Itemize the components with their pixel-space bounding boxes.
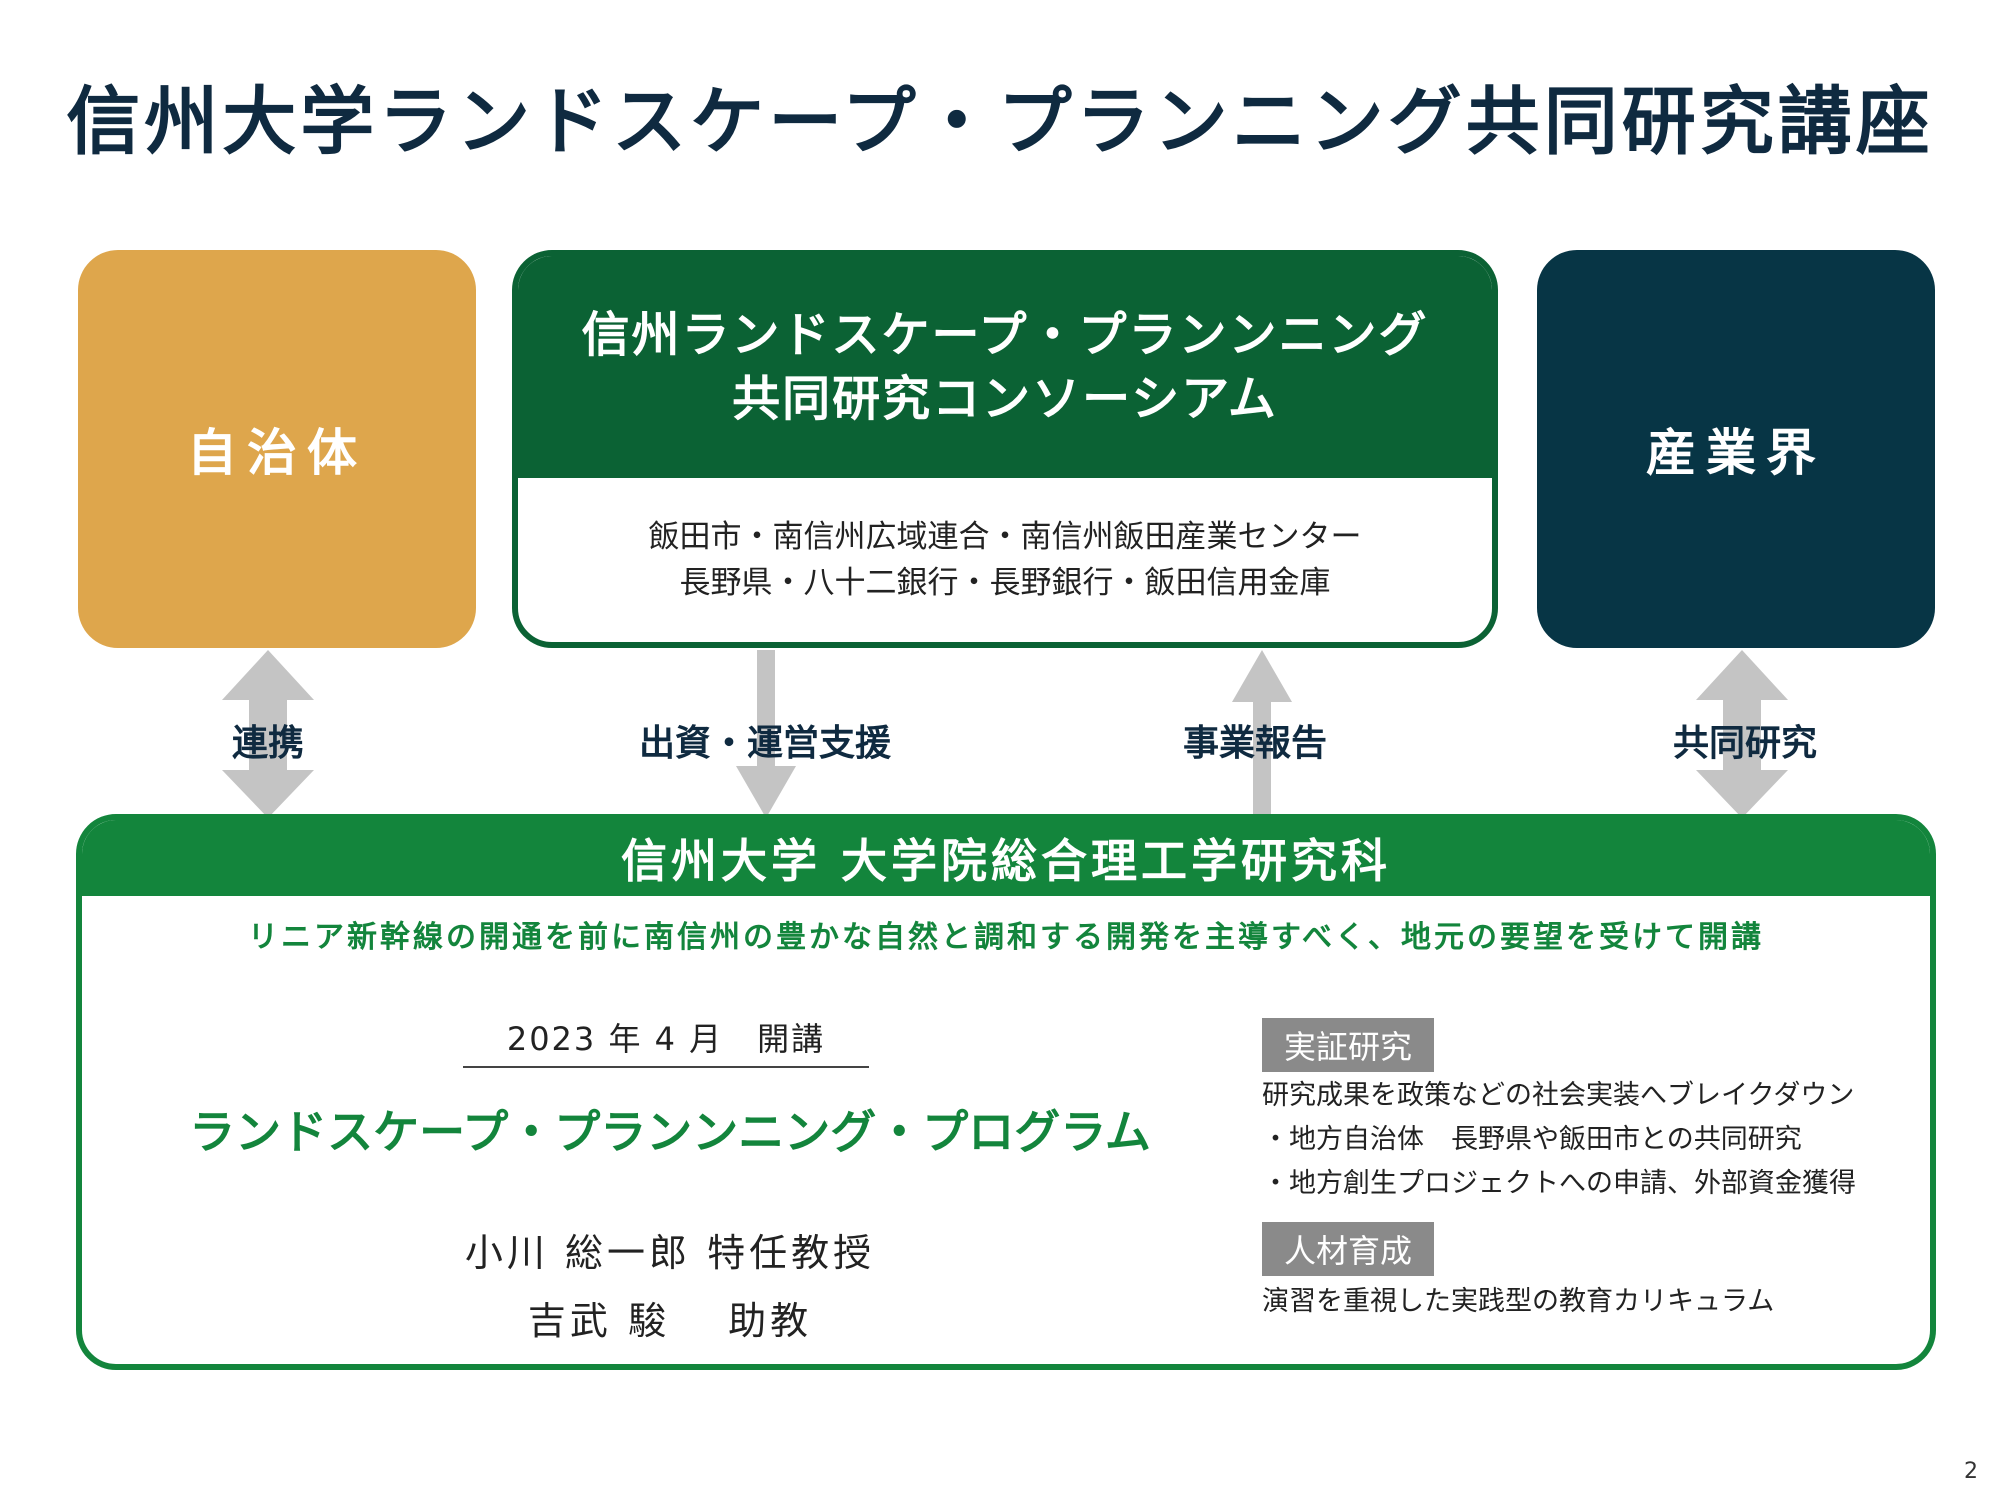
consortium-title-line1: 信州ランドスケープ・プランンニング — [581, 307, 1429, 363]
person-yoshitake: 吉武 駿 助教 — [527, 1299, 813, 1343]
consortium-box: 信州ランドスケープ・プランンニング 共同研究コンソーシアム 飯田市・南信州広域連… — [512, 250, 1498, 648]
research-tag-wrap: 実証研究 — [1262, 1018, 1435, 1072]
consortium-title-line2: 共同研究コンソーシアム — [732, 371, 1278, 427]
page-title: 信州大学ランドスケープ・プランニング共同研究講座 — [66, 79, 1934, 165]
research-line: 研究成果を政策などの社会実装へブレイクダウン — [1262, 1080, 1855, 1111]
program-name: ランドスケープ・プランンニング・プログラム — [189, 1105, 1151, 1159]
university-header: 信州大学 大学院総合理工学研究科 — [82, 820, 1930, 896]
arrow-label-investment: 出資・運営支援 — [638, 723, 891, 764]
research-details: 研究成果を政策などの社会実装へブレイクダウン ・地方自治体 長野県や飯田市との共… — [1262, 1074, 1922, 1206]
up-arrow-icon — [1232, 650, 1292, 818]
double-arrow-left-icon — [222, 650, 314, 818]
industry-box: 産業界 — [1537, 250, 1935, 648]
down-arrow-icon — [736, 650, 796, 818]
consortium-members-line1: 飯田市・南信州広域連合・南信州飯田産業センター — [648, 519, 1362, 555]
education-tag-wrap: 人材育成 — [1262, 1222, 1435, 1276]
education-details: 演習を重視した実践型の教育カリキュラム — [1262, 1280, 1922, 1324]
local-government-box: 自治体 — [78, 250, 476, 648]
consortium-members-line2: 長野県・八十二銀行・長野銀行・飯田信用金庫 — [679, 565, 1331, 601]
double-arrow-right-icon — [1696, 650, 1788, 818]
university-box: 信州大学 大学院総合理工学研究科 リニア新幹線の開通を前に南信州の豊かな自然と調… — [76, 814, 1936, 1370]
research-line: ・地方創生プロジェクトへの申請、外部資金獲得 — [1262, 1168, 1856, 1199]
research-line: ・地方自治体 長野県や飯田市との共同研究 — [1262, 1124, 1802, 1155]
arrow-label-renkei: 連携 — [231, 723, 304, 764]
consortium-members: 飯田市・南信州広域連合・南信州飯田産業センター 長野県・八十二銀行・長野銀行・飯… — [518, 478, 1492, 606]
university-subtitle: リニア新幹線の開通を前に南信州の豊かな自然と調和する開発を主導すべく、地元の要望… — [248, 920, 1764, 955]
research-tag: 実証研究 — [1262, 1018, 1435, 1072]
person-ogawa: 小川 総一郎 特任教授 — [464, 1231, 876, 1275]
consortium-header: 信州ランドスケープ・プランンニング 共同研究コンソーシアム — [518, 256, 1492, 478]
education-tag: 人材育成 — [1262, 1222, 1435, 1276]
arrow-label-report: 事業報告 — [1182, 723, 1327, 764]
local-government-label: 自治体 — [187, 424, 367, 482]
industry-label: 産業界 — [1646, 424, 1826, 482]
education-line: 演習を重視した実践型の教育カリキュラム — [1262, 1286, 1775, 1317]
opening-date: 2023 年 4 月 開講 — [463, 1014, 869, 1068]
page-number: 2 — [1964, 1459, 1978, 1484]
arrow-label-joint-research: 共同研究 — [1672, 723, 1817, 764]
